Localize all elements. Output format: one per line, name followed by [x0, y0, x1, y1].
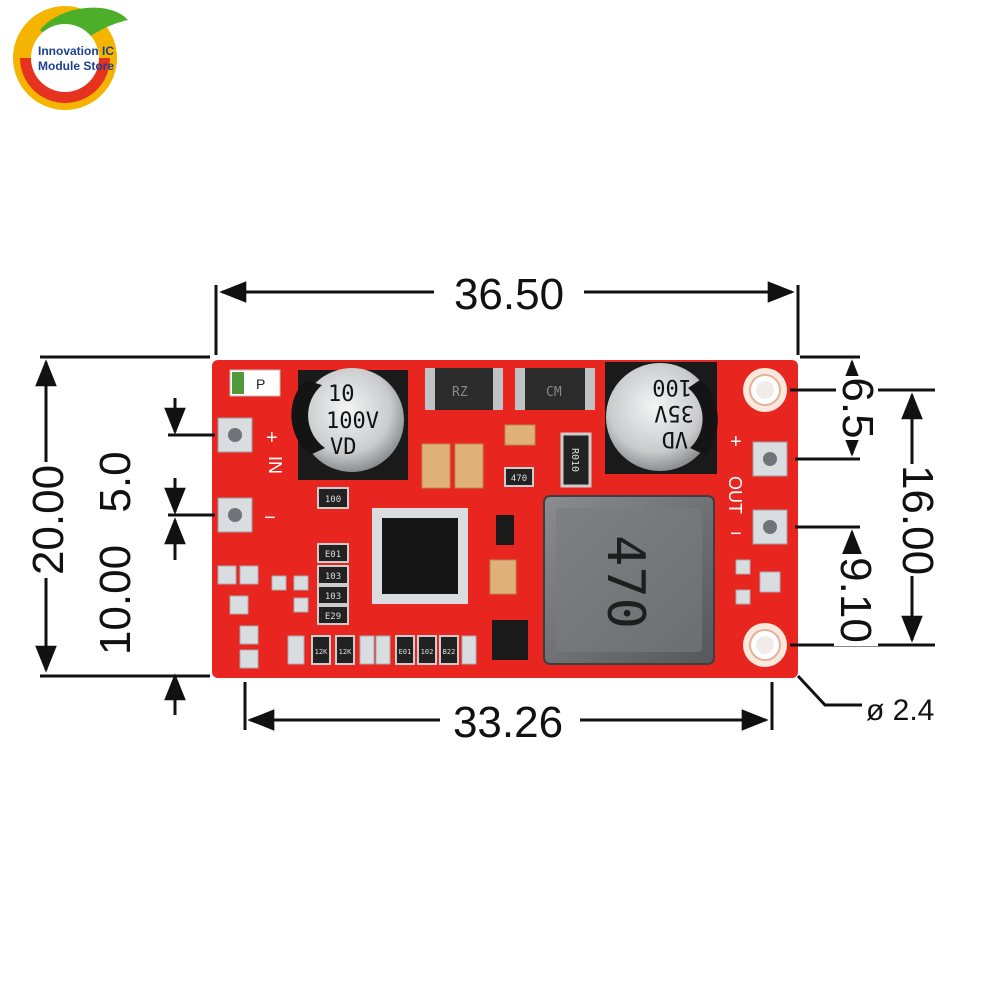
shunt-mark: R010	[569, 448, 580, 472]
label-bg-width	[434, 268, 584, 316]
res-label-8: 12K	[339, 648, 352, 656]
cap-in-line2: 100V	[326, 409, 379, 434]
res-label-7: 12K	[315, 648, 328, 656]
label-overall-height: 20.00	[24, 465, 73, 575]
label-hole-diameter: ø 2.4	[866, 694, 934, 727]
out-minus-label: −	[730, 523, 742, 545]
label-input-pitch: 5.0	[91, 451, 140, 512]
label-bg-output-top	[836, 376, 878, 440]
cap-in-line1: 10	[328, 382, 355, 407]
resistor-array: 100 470 E01 103 103 E29 12K 12K E01 102 …	[311, 467, 534, 665]
power-inductor: 470	[543, 495, 715, 665]
res-label-10: 102	[421, 648, 434, 656]
in-label: IN	[265, 456, 285, 474]
res-label-11: B22	[443, 648, 456, 656]
label-overall-width: 36.50	[454, 270, 564, 319]
small-diode	[496, 515, 514, 545]
label-input-offset: 10.00	[91, 545, 140, 655]
input-pad-minus	[217, 497, 253, 533]
label-bg-output-bottom	[834, 554, 878, 646]
smd-cap-1	[421, 443, 451, 489]
input-pad-plus	[217, 417, 253, 453]
label-output-span: 16.00	[893, 465, 942, 575]
cap-out-can	[606, 363, 714, 471]
logo-text-1: Innovation IC	[38, 44, 114, 58]
out-label: OUT	[725, 476, 745, 514]
res-label-1: 100	[325, 495, 341, 505]
input-capacitor: 10 100V VD	[291, 368, 408, 480]
label-bg-hole-spacing	[440, 697, 580, 743]
cap-in-can	[300, 368, 404, 472]
diode-1: RZ	[425, 368, 503, 410]
p-label: P	[256, 376, 265, 392]
mounting-hole-bottom	[743, 623, 787, 667]
cap-in-stripe	[291, 380, 325, 455]
res-label-9: E01	[399, 648, 412, 656]
pcb-board: IN + − OUT + − P 10 100V VD	[212, 360, 798, 678]
label-bg-output-span	[896, 464, 940, 576]
output-capacitor: VD 35V 100	[605, 362, 718, 474]
in-minus-label: −	[264, 507, 276, 529]
mosfet	[492, 620, 528, 660]
test-pads	[217, 559, 781, 669]
inductor-mark: 470	[595, 535, 655, 629]
logo-center	[31, 24, 99, 92]
label-output-top: 6.5	[833, 377, 882, 438]
label-bg-height	[24, 462, 70, 578]
mounting-hole-top	[743, 368, 787, 412]
logo-text-2: Module Store	[38, 59, 114, 73]
dim-hole-leader	[796, 674, 862, 707]
smd-cap-2	[454, 443, 484, 489]
out-silk: OUT	[725, 476, 745, 514]
cap-out-line1: VD	[662, 426, 689, 451]
smd-cap-4	[489, 559, 517, 595]
dimension-labels: 36.50 33.26 20.00 10.00 5.0 6.5 16.00 9.…	[24, 268, 942, 747]
cap-out-line2: 35V	[654, 400, 694, 425]
cap-in-line3: VD	[330, 435, 357, 460]
diode-2: CM	[515, 368, 595, 410]
label-output-bottom: 9.10	[831, 557, 880, 643]
in-silk: IN	[265, 456, 285, 474]
diode-1-mark: RZ	[452, 385, 468, 400]
res-label-4: 103	[325, 572, 341, 582]
cap-out-stripe	[688, 380, 718, 455]
in-plus-label: +	[266, 427, 278, 449]
diode-2-mark: CM	[546, 385, 562, 400]
output-pad-plus	[752, 441, 788, 477]
res-label-5: 103	[325, 592, 341, 602]
shunt-resistor: R010	[560, 432, 592, 488]
res-label-2: 470	[511, 474, 527, 484]
logo-red-arc	[20, 58, 110, 103]
p-marker: P	[229, 369, 281, 397]
res-label-6: E29	[325, 612, 341, 622]
output-pad-minus	[752, 509, 788, 545]
res-label-3: E01	[325, 550, 341, 560]
controller-ic	[372, 508, 468, 604]
label-hole-spacing: 33.26	[453, 698, 563, 747]
ic-body	[382, 518, 458, 594]
out-plus-label: +	[730, 431, 742, 453]
smd-cap-3	[504, 424, 536, 446]
cap-out-line3: 100	[652, 374, 692, 399]
store-logo: Innovation IC Module Store	[13, 6, 128, 110]
